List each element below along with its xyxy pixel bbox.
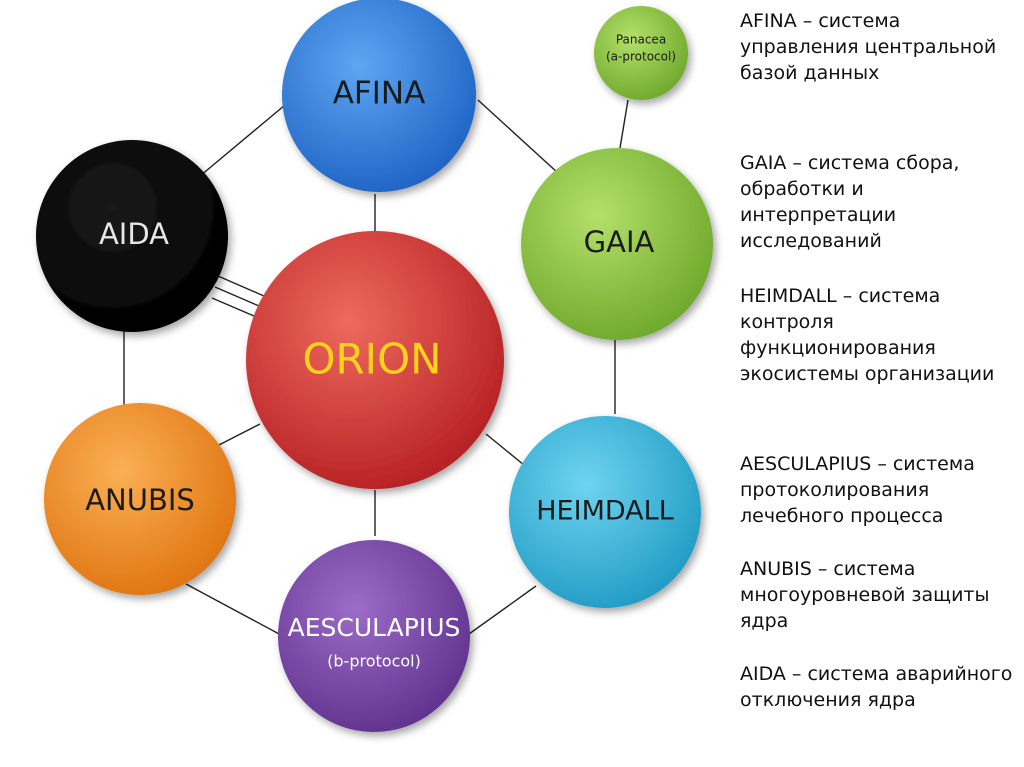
node-anubis: ANUBIS (44, 403, 236, 595)
description-heimdall: HEIMDALL – система контроля функциониров… (740, 285, 995, 385)
node-aesculapius: AESCULAPIUS (b-protocol) (278, 540, 470, 732)
connector-gaia-panacea (619, 99, 629, 149)
connector-aida-orion-2 (214, 286, 260, 307)
description-aida: AIDA – система аварийного отключения ядр… (740, 663, 1013, 711)
node-aida: AIDA (36, 140, 228, 332)
connector-anubis-orion (214, 423, 261, 448)
description-gaia: GAIA – система сбора, обработки и интерп… (740, 152, 960, 252)
connector-orion-heimdall (485, 433, 525, 466)
connector-aida-orion-1 (217, 275, 265, 297)
connector-aida-orion-3 (211, 297, 255, 317)
node-heimdall: HEIMDALL (509, 416, 701, 608)
node-afina-circle (282, 0, 476, 192)
node-aida-label: AIDA (99, 217, 169, 251)
node-afina: AFINA (282, 0, 476, 192)
node-panacea-circle (594, 6, 688, 100)
node-panacea-sublabel: (a-protocol) (606, 50, 676, 64)
description-afina: AFINA – система управления центральной б… (740, 10, 997, 84)
node-heimdall-circle (509, 416, 701, 608)
node-orion: ORION (246, 231, 504, 489)
node-anubis-circle (44, 403, 236, 595)
node-panacea-label: Panacea (616, 33, 666, 47)
node-afina-label: AFINA (333, 76, 426, 112)
node-anubis-label: ANUBIS (85, 483, 195, 517)
node-gaia: GAIA (521, 148, 713, 340)
node-gaia-circle (521, 148, 713, 340)
node-orion-circle (246, 231, 504, 489)
node-aesculapius-circle (278, 540, 470, 732)
connectors (123, 99, 629, 636)
description-aesculapius: AESCULAPIUS – система протоколирования л… (740, 453, 975, 527)
node-orion-label: ORION (302, 335, 441, 384)
node-panacea: Panacea (a-protocol) (594, 6, 688, 100)
connector-afina-aida (199, 99, 292, 177)
node-gaia-label: GAIA (584, 225, 655, 259)
connector-anubis-aesculapius (185, 583, 282, 636)
description-anubis: ANUBIS – система многоуровневой защиты я… (740, 558, 990, 632)
node-aida-circle (36, 140, 228, 332)
node-heimdall-label: HEIMDALL (536, 496, 674, 527)
connector-afina-gaia (477, 99, 559, 174)
node-aesculapius-label: AESCULAPIUS (288, 613, 461, 642)
connector-aesculapius-heimdall (468, 585, 537, 635)
node-aesculapius-sublabel: (b-protocol) (327, 652, 421, 671)
